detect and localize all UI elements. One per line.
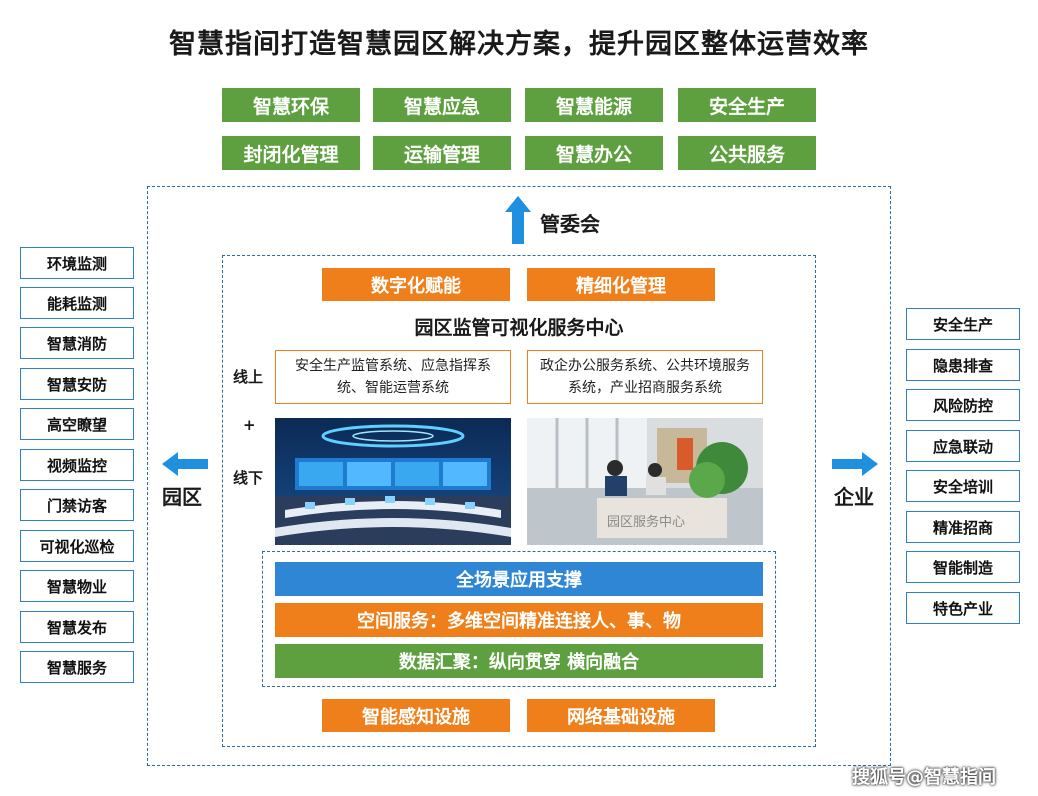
left-item-environment-monitoring[interactable]: 环境监测 xyxy=(20,247,134,279)
left-item-smart-security[interactable]: 智慧安防 xyxy=(20,368,134,400)
arrow-right-icon xyxy=(832,452,878,476)
left-item-smart-service[interactable]: 智慧服务 xyxy=(20,651,134,683)
right-item-hazard-check[interactable]: 隐患排查 xyxy=(906,349,1020,381)
left-item-visual-inspection[interactable]: 可视化巡检 xyxy=(20,530,134,562)
app-public-service[interactable]: 公共服务 xyxy=(678,136,816,170)
left-systems-box: 安全生产监管系统、应急指挥系统、智能运营系统 xyxy=(275,350,511,404)
refined-management-button[interactable]: 精细化管理 xyxy=(527,268,715,301)
service-center-photo: 园区服务中心 xyxy=(527,418,763,545)
left-item-high-lookout[interactable]: 高空瞭望 xyxy=(20,408,134,440)
right-systems-box: 政企办公服务系统、公共环境服务系统，产业招商服务系统 xyxy=(527,350,763,404)
offline-label: 线下 xyxy=(233,469,264,487)
left-item-video-monitoring[interactable]: 视频监控 xyxy=(20,449,134,481)
left-item-smart-property[interactable]: 智慧物业 xyxy=(20,570,134,602)
app-smart-office[interactable]: 智慧办公 xyxy=(525,136,663,170)
digital-empowerment-button[interactable]: 数字化赋能 xyxy=(322,268,510,301)
plus-label: + xyxy=(243,416,256,434)
arrow-up-icon xyxy=(505,196,531,244)
app-smart-environment[interactable]: 智慧环保 xyxy=(222,88,360,122)
right-item-emergency-linkage[interactable]: 应急联动 xyxy=(906,430,1020,462)
right-item-precise-investment[interactable]: 精准招商 xyxy=(906,511,1020,543)
app-closed-management[interactable]: 封闭化管理 xyxy=(222,136,360,170)
right-item-risk-control[interactable]: 风险防控 xyxy=(906,389,1020,421)
network-infrastructure-button[interactable]: 网络基础设施 xyxy=(527,699,715,732)
app-safety-production[interactable]: 安全生产 xyxy=(678,88,816,122)
app-transport-management[interactable]: 运输管理 xyxy=(373,136,511,170)
right-item-featured-industry[interactable]: 特色产业 xyxy=(906,592,1020,624)
right-item-smart-manufacturing[interactable]: 智能制造 xyxy=(906,551,1020,583)
spatial-service-bar: 空间服务：多维空间精准连接人、事、物 xyxy=(275,603,763,637)
online-label: 线上 xyxy=(233,368,264,386)
data-aggregation-bar: 数据汇聚：纵向贯穿 横向融合 xyxy=(275,644,763,678)
sensing-infrastructure-button[interactable]: 智能感知设施 xyxy=(322,699,510,732)
right-systems-text: 政企办公服务系统、公共环境服务系统，产业招商服务系统 xyxy=(540,358,750,396)
support-dashed-frame xyxy=(262,551,776,687)
full-scene-support-bar: 全场景应用支撑 xyxy=(275,562,763,596)
outer-dashed-frame xyxy=(147,186,891,766)
park-label: 园区 xyxy=(162,485,202,509)
center-dashed-frame xyxy=(222,255,816,747)
left-item-energy-monitoring[interactable]: 能耗监测 xyxy=(20,287,134,319)
app-smart-energy[interactable]: 智慧能源 xyxy=(525,88,663,122)
photo-sign-text: 园区服务中心 xyxy=(607,514,685,530)
left-systems-text: 安全生产监管系统、应急指挥系统、智能运营系统 xyxy=(295,358,491,396)
left-item-smart-fire[interactable]: 智慧消防 xyxy=(20,327,134,359)
center-heading: 园区监管可视化服务中心 xyxy=(414,317,624,339)
left-item-access-visitor[interactable]: 门禁访客 xyxy=(20,489,134,521)
control-room-photo xyxy=(275,418,511,545)
committee-label: 管委会 xyxy=(540,212,600,236)
page-title: 智慧指间打造智慧园区解决方案，提升园区整体运营效率 xyxy=(169,29,869,60)
right-item-safety-production[interactable]: 安全生产 xyxy=(906,308,1020,340)
enterprise-label: 企业 xyxy=(834,485,874,509)
app-smart-emergency[interactable]: 智慧应急 xyxy=(373,88,511,122)
right-item-safety-training[interactable]: 安全培训 xyxy=(906,470,1020,502)
arrow-left-icon xyxy=(162,452,208,476)
left-item-smart-publish[interactable]: 智慧发布 xyxy=(20,611,134,643)
watermark: 搜狐号@智慧指间 xyxy=(852,767,996,788)
